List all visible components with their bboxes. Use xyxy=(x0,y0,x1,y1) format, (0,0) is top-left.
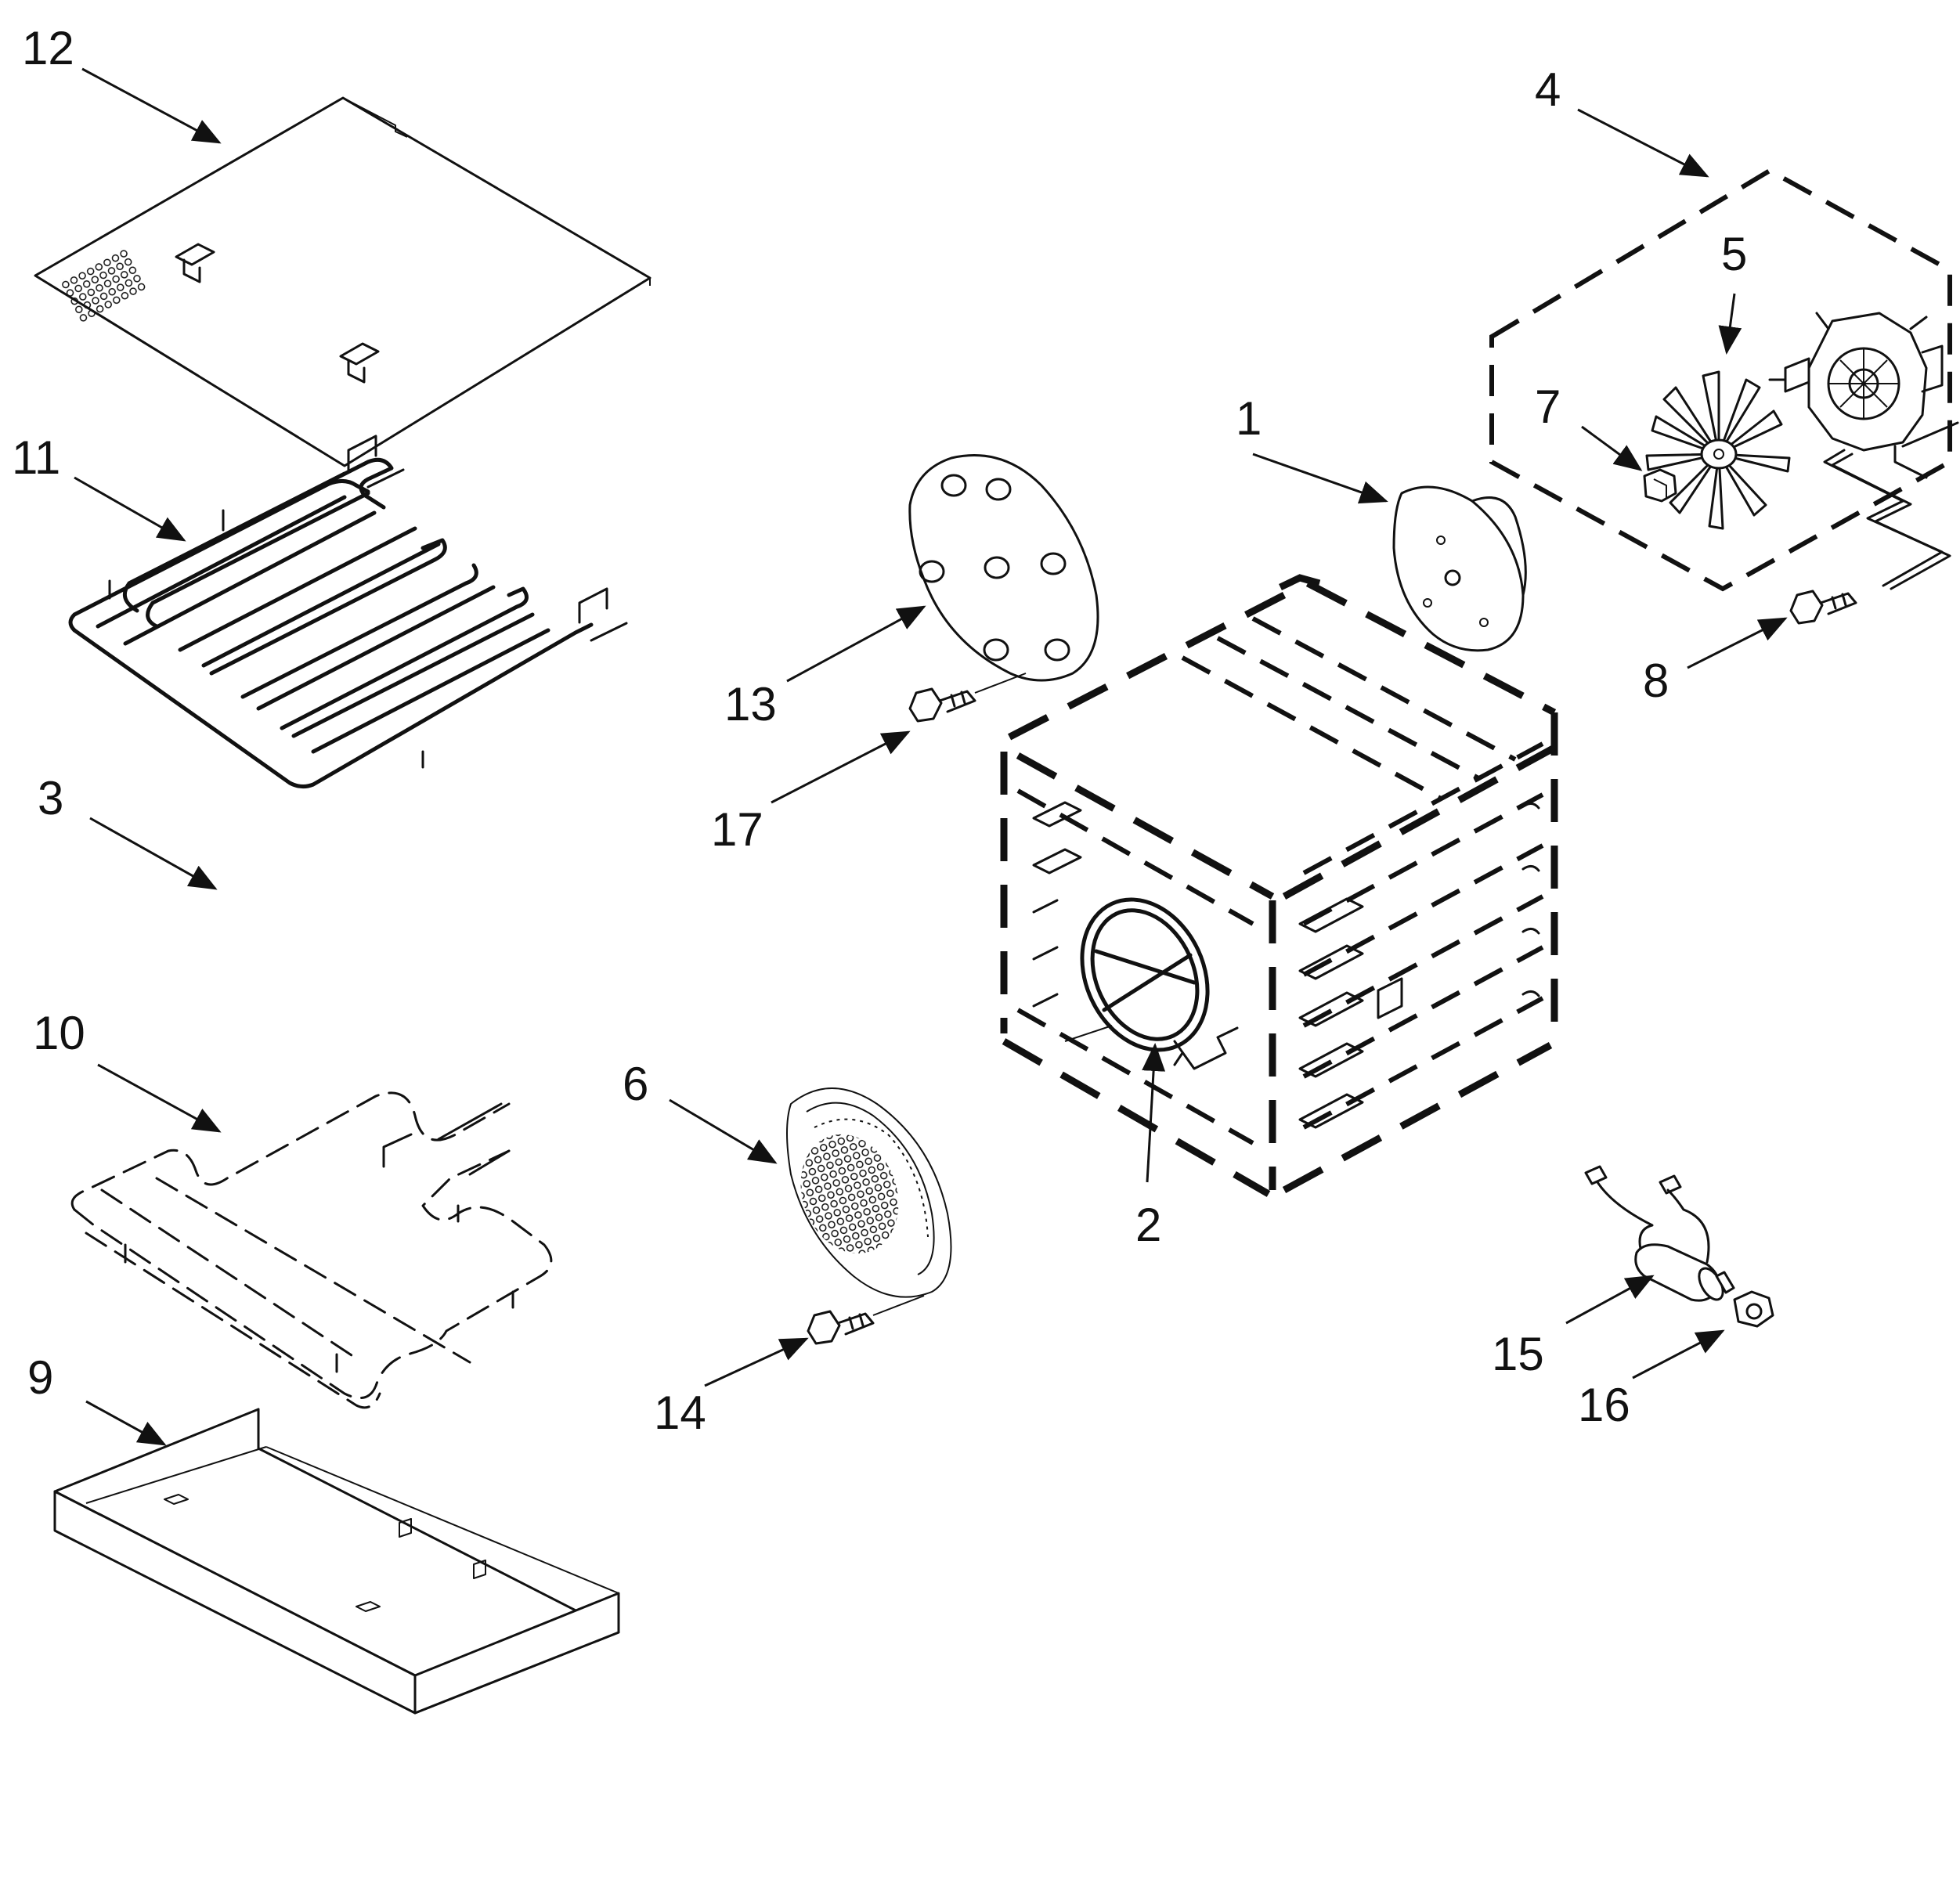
part-5-fan-blade xyxy=(1645,370,1791,530)
callout-6: 6 xyxy=(623,1058,648,1110)
part-17-screw xyxy=(908,673,1027,723)
part-10-bake-element xyxy=(70,1091,553,1409)
leader-arrows xyxy=(74,67,1788,1446)
callout-10: 10 xyxy=(33,1007,85,1059)
callout-13: 13 xyxy=(724,678,777,730)
motor-wire xyxy=(1823,449,1951,590)
part-2-ring-element xyxy=(1064,897,1239,1070)
convection-motor xyxy=(1768,312,1959,479)
part-9-tray xyxy=(53,1408,620,1715)
callout-7: 7 xyxy=(1535,380,1561,433)
part-7-nut xyxy=(1643,468,1677,503)
part-13-rear-plate xyxy=(908,454,1099,682)
part-16-nut xyxy=(1733,1290,1774,1328)
part-11-broil-element xyxy=(68,435,628,789)
oven-cavity xyxy=(1000,574,1558,1197)
part-1-disc xyxy=(1392,485,1527,652)
callout-17: 17 xyxy=(711,803,763,856)
callout-8: 8 xyxy=(1643,655,1669,707)
callout-labels: 12 11 3 10 9 4 5 7 1 13 17 6 14 2 8 15 1… xyxy=(12,22,1747,1439)
part-4-motor-assembly-boundary xyxy=(1489,168,1952,592)
callout-15: 15 xyxy=(1492,1328,1544,1380)
callout-4: 4 xyxy=(1535,63,1561,116)
callout-1: 1 xyxy=(1236,392,1262,445)
callout-3: 3 xyxy=(38,772,63,824)
callout-12: 12 xyxy=(22,22,74,74)
part-8-screw xyxy=(1789,590,1857,625)
callout-16: 16 xyxy=(1578,1379,1630,1431)
part-15-sensor xyxy=(1584,1165,1735,1302)
callout-5: 5 xyxy=(1721,228,1747,280)
part-6-fan-cover xyxy=(786,1087,952,1298)
callout-14: 14 xyxy=(654,1387,706,1439)
callout-2: 2 xyxy=(1135,1199,1161,1251)
callout-11: 11 xyxy=(12,431,60,484)
callout-9: 9 xyxy=(27,1351,53,1404)
part-14-screw xyxy=(807,1295,925,1345)
part-12-top-panel xyxy=(34,96,652,467)
